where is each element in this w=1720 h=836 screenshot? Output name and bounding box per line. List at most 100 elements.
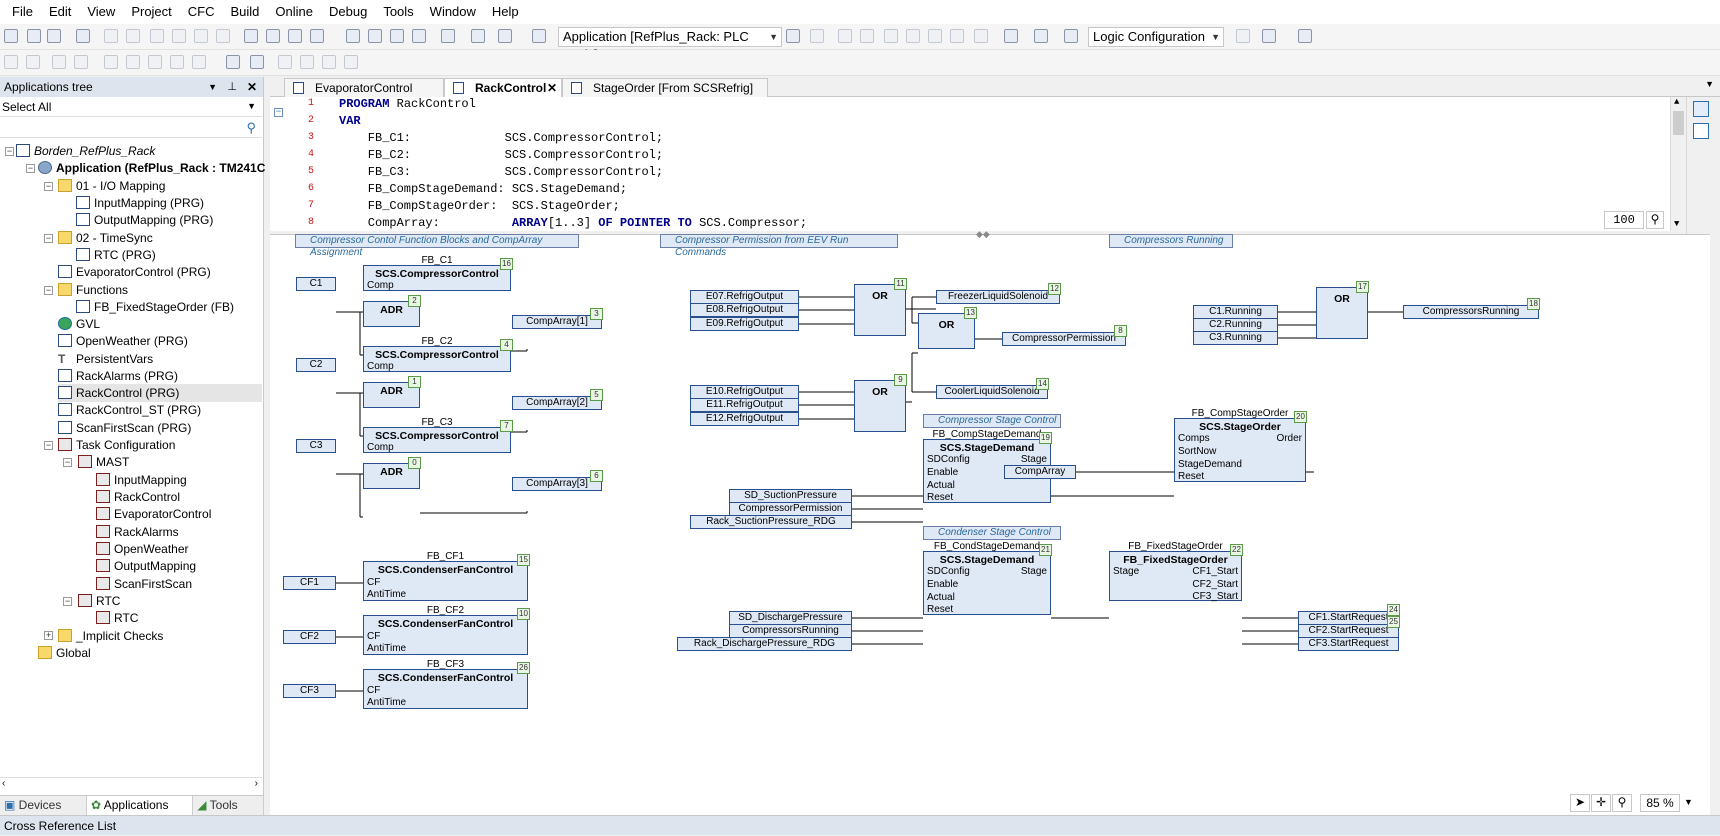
- input-box[interactable]: E08.RefrigOutput: [690, 303, 799, 317]
- tree-item-scanfirstscan[interactable]: ScanFirstScan (PRG): [58, 419, 191, 437]
- menu-online[interactable]: Online: [275, 4, 313, 19]
- copy-icon[interactable]: [172, 29, 186, 43]
- properties-icon[interactable]: [498, 29, 512, 43]
- next-icon[interactable]: [1004, 29, 1018, 43]
- input-box[interactable]: E10.RefrigOutput: [690, 385, 799, 399]
- tree-item-task-inputmapping[interactable]: InputMapping: [96, 471, 187, 489]
- output-box[interactable]: CompressorsRunning: [1403, 305, 1539, 319]
- order-first-icon[interactable]: [278, 55, 292, 69]
- tree-item-application[interactable]: Application (RefPlus_Rack : TM241C: [38, 159, 265, 177]
- set-icon[interactable]: [170, 55, 184, 69]
- or-block[interactable]: OR: [918, 313, 975, 349]
- pin-icon[interactable]: ⊥: [227, 81, 237, 93]
- input-box[interactable]: CompressorPermission: [729, 502, 852, 516]
- refresh-icon[interactable]: [1236, 29, 1250, 43]
- scroll-down-icon[interactable]: ▼: [1674, 219, 1680, 229]
- input-box[interactable]: Rack_SuctionPressure_RDG: [690, 515, 852, 529]
- filter-select[interactable]: Select All ▼: [0, 97, 262, 117]
- collapse-icon[interactable]: −: [63, 596, 72, 606]
- delete-icon[interactable]: [216, 29, 230, 43]
- scroll-left-icon[interactable]: ‹: [2, 778, 6, 789]
- collapse-icon[interactable]: −: [5, 146, 14, 156]
- zoom-icon[interactable]: ⚲: [1612, 794, 1632, 812]
- collapse-icon[interactable]: −: [44, 233, 53, 243]
- tree-item-timesync[interactable]: 02 - TimeSync: [58, 229, 153, 247]
- save-icon[interactable]: [47, 29, 61, 43]
- pan-icon[interactable]: ✛: [1591, 794, 1611, 812]
- or-block[interactable]: OR: [1316, 287, 1368, 339]
- output-box[interactable]: CompArray[1]: [512, 315, 602, 329]
- monitor-icon[interactable]: [1034, 29, 1048, 43]
- align-left-icon[interactable]: [4, 55, 18, 69]
- tree-search-input[interactable]: ⚲: [0, 118, 262, 138]
- zoom-icon[interactable]: ⚲: [1646, 211, 1664, 229]
- tree-item-outputmapping[interactable]: OutputMapping (PRG): [76, 211, 213, 229]
- tree-item-openweather[interactable]: OpenWeather (PRG): [58, 332, 188, 350]
- tree-item-inputmapping[interactable]: InputMapping (PRG): [76, 194, 204, 212]
- logout-icon[interactable]: [810, 29, 824, 43]
- scroll-thumb[interactable]: [1673, 111, 1684, 135]
- config-combo[interactable]: Logic Configuration▼: [1088, 27, 1224, 47]
- menu-file[interactable]: File: [12, 4, 33, 19]
- screen-icon[interactable]: [1064, 29, 1078, 43]
- menu-cfc[interactable]: CFC: [187, 4, 215, 19]
- collapse-icon[interactable]: −: [44, 181, 53, 191]
- function-block[interactable]: SCS.CompressorControl Comp: [363, 427, 511, 453]
- menu-tools[interactable]: Tools: [383, 4, 414, 19]
- tree-item-task-openweather[interactable]: OpenWeather: [96, 540, 189, 558]
- find-replace-icon[interactable]: [266, 29, 280, 43]
- code-line[interactable]: FB_CompStageOrder: SCS.StageOrder;: [339, 199, 620, 213]
- function-block[interactable]: SCS.StageOrder Comps SortNow StageDemand…: [1174, 418, 1306, 482]
- output-box[interactable]: CF1.StartRequest: [1298, 611, 1399, 625]
- input-box[interactable]: CF3: [283, 684, 336, 698]
- tree-item-rackcontrol-st[interactable]: RackControl_ST (PRG): [58, 401, 201, 419]
- login-icon[interactable]: [786, 29, 800, 43]
- tree-item-mast[interactable]: MAST: [78, 453, 129, 471]
- input-box[interactable]: CF2: [283, 630, 336, 644]
- tab-evaporatorcontrol[interactable]: EvaporatorControl: [284, 78, 444, 97]
- output-box[interactable]: CompressorPermission: [1002, 332, 1126, 346]
- tree-item-task-evaporatorcontrol[interactable]: EvaporatorControl: [96, 505, 211, 523]
- tree-item-functions[interactable]: Functions: [58, 281, 128, 299]
- code-line[interactable]: FB_C1: SCS.CompressorControl;: [339, 131, 664, 145]
- order-last-icon[interactable]: [344, 55, 358, 69]
- check-icon[interactable]: [1298, 29, 1312, 43]
- input-box[interactable]: E12.RefrigOutput: [690, 412, 799, 426]
- tab-devices-tree[interactable]: ▣ Devices tree: [0, 796, 88, 831]
- pointer-icon[interactable]: ➤: [1570, 794, 1590, 812]
- horizontal-scrollbar[interactable]: ‹ ›: [0, 777, 262, 791]
- function-block[interactable]: SCS.CondenserFanControl CF AntiTime: [363, 669, 528, 709]
- or-block[interactable]: OR: [854, 380, 906, 432]
- library-icon[interactable]: [532, 29, 546, 43]
- align-top-icon[interactable]: [26, 55, 40, 69]
- expand-icon[interactable]: +: [44, 630, 53, 640]
- comment-box[interactable]: Condenser Stage Control: [923, 526, 1061, 540]
- tree-item-gvl[interactable]: GVL: [58, 315, 100, 333]
- tree-item-global[interactable]: Global: [38, 644, 91, 662]
- comment-box[interactable]: Compressor Contol Function Blocks and Co…: [295, 234, 579, 258]
- order-up-icon[interactable]: [300, 55, 314, 69]
- breakpoint-icon[interactable]: [884, 29, 898, 43]
- output-box[interactable]: CF2.StartRequest: [1298, 624, 1399, 638]
- splitter-handle-icon[interactable]: ◆◆: [976, 229, 990, 239]
- run-icon[interactable]: [838, 29, 852, 43]
- collapse-icon[interactable]: −: [63, 457, 72, 467]
- menu-view[interactable]: View: [87, 4, 116, 19]
- tree-item-fb-fixedstageorder[interactable]: FB_FixedStageOrder (FB): [76, 298, 234, 316]
- route-icon[interactable]: [126, 55, 140, 69]
- code-line[interactable]: FB_C2: SCS.CompressorControl;: [339, 148, 664, 162]
- collapse-icon[interactable]: −: [44, 440, 53, 450]
- tabular-view-icon[interactable]: [1693, 123, 1709, 139]
- tree-item-rackalarms[interactable]: RackAlarms (PRG): [58, 367, 178, 385]
- bookmark-prev-icon[interactable]: [390, 29, 404, 43]
- function-block[interactable]: SCS.CompressorControl Comp: [363, 265, 511, 291]
- comment-box[interactable]: Compressor Stage Control: [923, 414, 1061, 428]
- code-line[interactable]: FB_C3: SCS.CompressorControl;: [339, 165, 664, 179]
- declaration-editor[interactable]: − 1 2 3 4 5 6 7 8 PROGRAM RackControl VA…: [270, 97, 1700, 231]
- collapse-icon[interactable]: −: [44, 285, 53, 295]
- input-box[interactable]: C3: [296, 439, 336, 453]
- or-block[interactable]: OR: [854, 284, 906, 336]
- tree-item-task-rtc[interactable]: RTC: [96, 609, 138, 627]
- function-block[interactable]: SCS.CondenserFanControl CF AntiTime: [363, 615, 528, 655]
- tree-item-task-rackcontrol[interactable]: RackControl: [96, 488, 180, 506]
